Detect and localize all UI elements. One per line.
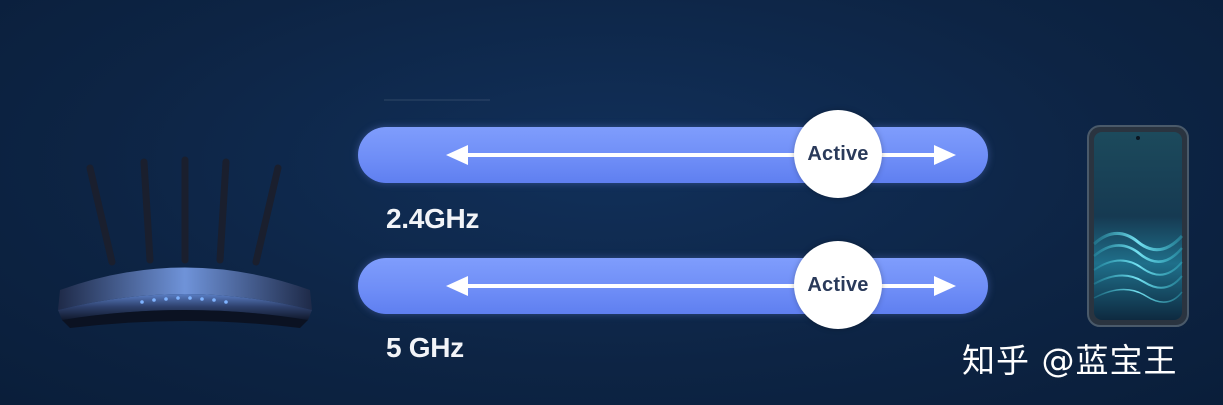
band-label-5ghz: 5 GHz [386,332,464,363]
band-label-2-4ghz: 2.4GHz [386,203,480,234]
band-5ghz-link: Active [358,241,988,329]
wifi-router-icon [58,156,312,328]
watermark-text: 知乎 @蓝宝王 [962,341,1178,380]
band-2-4ghz-link: Active [358,110,988,198]
status-badge: Active [794,241,882,329]
smartphone-icon [1087,125,1189,327]
status-badge: Active [794,110,882,198]
decorative-divider [384,99,490,101]
